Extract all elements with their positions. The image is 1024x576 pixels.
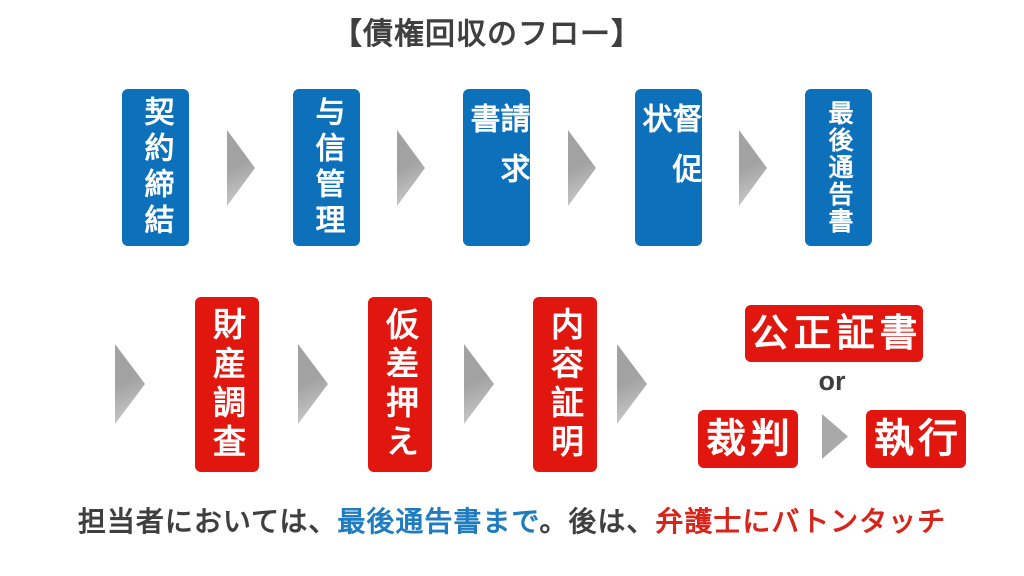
footer-blue-highlight: 最後通告書まで xyxy=(337,506,540,537)
step-invoice: 請求書 xyxy=(463,89,530,246)
footer-middle-text: 。後は、 xyxy=(539,506,656,537)
step-trial: 裁判 xyxy=(698,410,798,468)
step-contract-conclusion: 契約締結 xyxy=(122,89,189,246)
step-execution: 執行 xyxy=(866,410,966,468)
step-certified-mail: 内容証明 xyxy=(533,297,597,472)
arrow-right-icon xyxy=(822,414,848,459)
step-final-notice: 最後通告書 xyxy=(805,89,872,246)
arrow-right-icon xyxy=(115,344,145,424)
footer-lead-text: 担当者においては、 xyxy=(77,506,338,537)
step-credit-management: 与信管理 xyxy=(293,89,360,246)
arrow-right-icon xyxy=(298,344,328,424)
step-provisional-seizure: 仮差押え xyxy=(368,297,432,472)
page-title: 【債権回収のフロー】 xyxy=(332,18,642,51)
step-asset-investigation: 財産調査 xyxy=(195,297,259,472)
footer-note: 担当者においては、最後通告書まで。後は、弁護士にバトンタッチ xyxy=(0,500,1024,540)
arrow-right-icon xyxy=(227,130,255,206)
arrow-right-icon xyxy=(739,130,767,206)
step-notarized-deed: 公正証書 xyxy=(745,305,923,362)
arrow-right-icon xyxy=(397,130,425,206)
or-label: or xyxy=(818,366,846,396)
footer-red-highlight: 弁護士にバトンタッチ xyxy=(655,506,947,537)
step-demand-letter: 督促状 xyxy=(635,89,702,246)
arrow-right-icon xyxy=(464,344,494,424)
arrow-right-icon xyxy=(568,130,596,206)
arrow-right-icon xyxy=(617,344,647,424)
